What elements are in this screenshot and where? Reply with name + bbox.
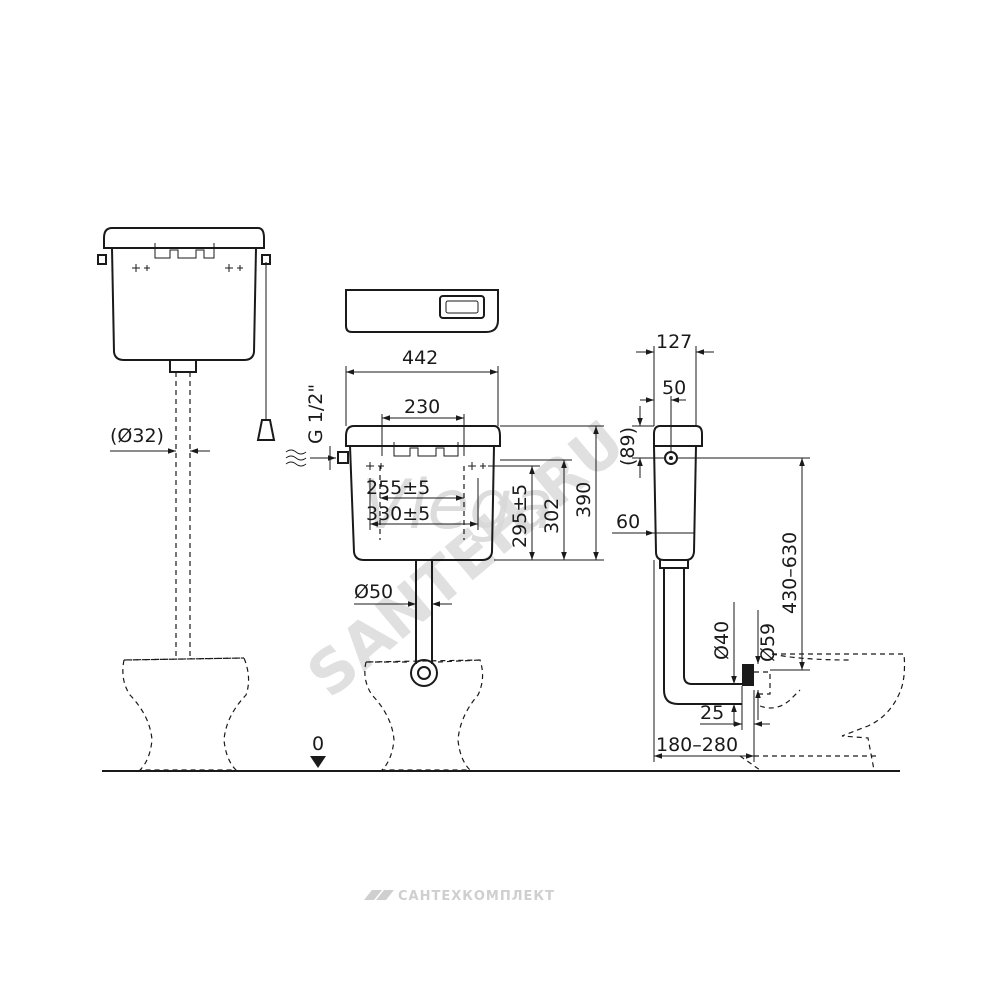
watermark-brand: Viega [362,466,554,545]
dim-pipe-59: Ø59 [755,610,779,720]
dim-offset-60-label: 60 [616,511,640,533]
dim-spacing-230: 230 [381,396,465,456]
dim-height-430-630-label: 430–630 [779,532,801,614]
middle-view-cistern [337,425,501,687]
dim-depth-50-label: 50 [662,377,686,399]
dim-height-302: 302 [500,459,572,561]
inlet-connection: G 1/2" [285,384,336,470]
dim-depth-127-label: 127 [656,331,692,353]
dim-offset-60: 60 [612,511,654,536]
company-logo-icon [364,890,394,900]
dim-height-302-label: 302 [541,498,563,534]
dim-depth-50: 50 [640,377,686,452]
dim-inlet-thread-label: G 1/2" [305,384,327,444]
watermark-company-logo: САНТЕХКОМПЛЕКТ [364,889,555,904]
flush-button-plan [345,289,499,333]
dim-height-430-630: 430–630 [678,457,810,671]
dim-width-442-label: 442 [402,347,438,369]
watermark-company: САНТЕХКОМПЛЕКТ [398,889,555,904]
dim-pipe-32: (Ø32) [110,425,210,454]
dim-height-295: 295±5 [488,465,540,561]
dim-height-390: 390 [500,425,604,561]
dim-height-295-label: 295±5 [509,484,531,548]
dim-pipe-40: Ø40 [711,602,737,726]
dim-width-442: 442 [345,347,499,426]
middle-view-toilet-bowl [364,659,484,771]
left-view-toilet-bowl [122,657,250,771]
dim-offset-25-label: 25 [700,702,724,724]
dim-pipe-50: Ø50 [354,581,452,607]
dim-spacing-255-label: 255±5 [366,477,430,499]
dim-spacing-330: 330±5 [366,478,479,530]
dim-range-180-280-label: 180–280 [656,734,738,756]
dim-spacing-330-label: 330±5 [366,503,430,525]
dim-inlet-89-label: (89) [617,427,639,466]
right-view-cistern [653,425,771,705]
dim-pipe-32-label: (Ø32) [110,425,164,447]
dim-range-180-280: 180–280 [653,560,878,762]
floor-zero-marker-icon [310,756,326,768]
dim-height-390-label: 390 [573,482,595,518]
floor-zero-label: 0 [312,733,324,755]
dim-inlet-89: (89) [617,406,664,478]
seal-gasket [742,664,754,686]
dim-offset-25: 25 [700,686,770,730]
dim-spacing-230-label: 230 [404,396,440,418]
dim-pipe-59-label: Ø59 [757,623,779,662]
dim-depth-127: 127 [636,331,714,426]
dim-spacing-255: 255±5 [366,477,464,501]
dim-pipe-40-label: Ø40 [711,621,733,660]
dim-pipe-50-label: Ø50 [354,581,393,603]
left-view-cistern [97,227,276,660]
